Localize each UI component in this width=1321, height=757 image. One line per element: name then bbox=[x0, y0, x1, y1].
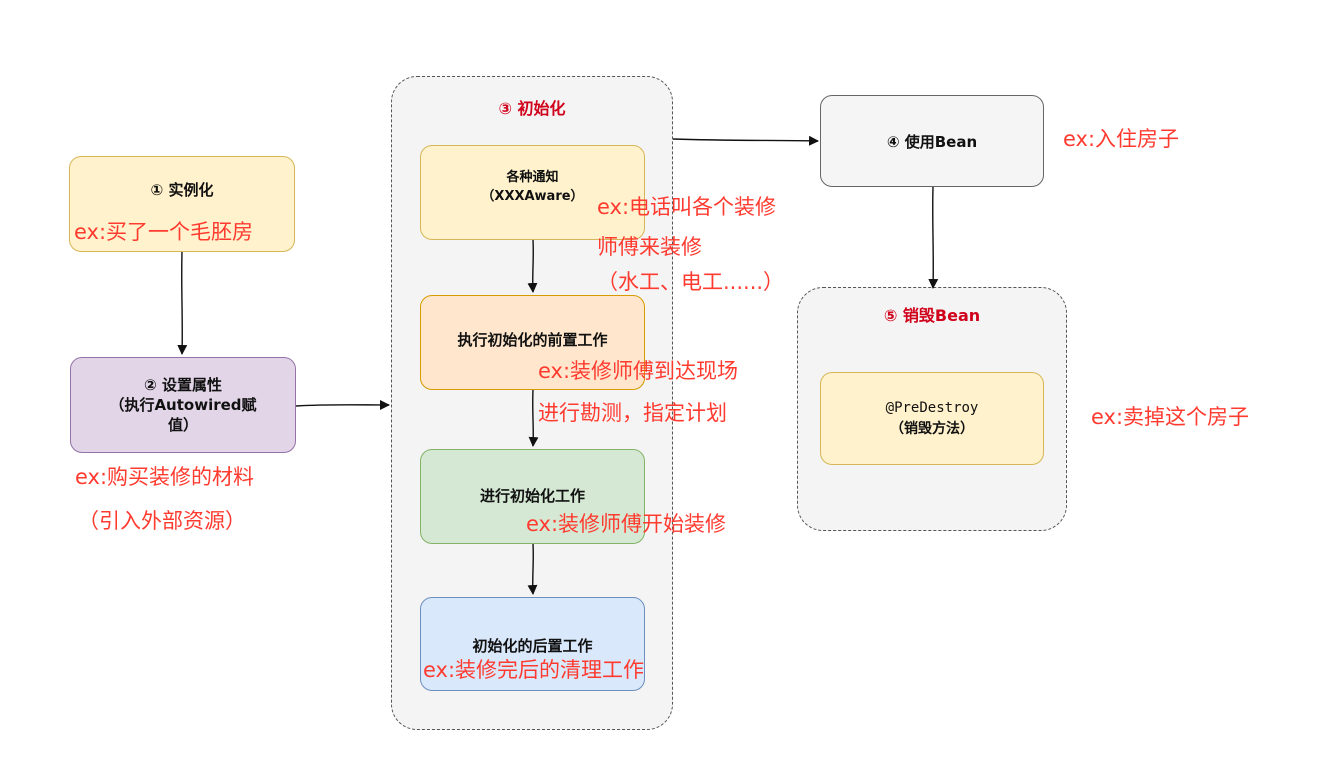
init-group-title: ③ 初始化 bbox=[498, 99, 566, 118]
note-pre-init-1: ex:装修师傅到达现场 bbox=[538, 359, 739, 383]
arrow-init-to-use bbox=[672, 135, 819, 146]
note-instantiate: ex:买了一个毛胚房 bbox=[74, 220, 254, 244]
arrow-preinit-to-doinit bbox=[528, 389, 539, 447]
set-props-node: ② 设置属性 （执行Autowired赋 值） bbox=[70, 357, 296, 453]
set-props-sub2: 值） bbox=[167, 416, 198, 435]
instantiate-title: ① 实例化 bbox=[150, 180, 214, 199]
arrow-aware-to-preinit bbox=[527, 239, 538, 293]
note-destroy: ex:卖掉这个房子 bbox=[1091, 405, 1250, 429]
arrow-doinit-to-postinit bbox=[527, 543, 538, 595]
do-init-title: 进行初始化工作 bbox=[479, 487, 585, 505]
post-init-title: 初始化的后置工作 bbox=[472, 636, 593, 655]
note-use-bean: ex:入住房子 bbox=[1063, 127, 1180, 151]
note-set-props-2: （引入外部资源） bbox=[78, 509, 246, 533]
predestroy-sub: （销毁方法） bbox=[890, 420, 974, 437]
predestroy-title: @PreDestroy bbox=[885, 399, 979, 416]
instantiate-node: ① 实例化 bbox=[69, 156, 295, 252]
predestroy-node: @PreDestroy （销毁方法） bbox=[820, 372, 1044, 465]
aware-sub: （XXXAware） bbox=[481, 188, 584, 204]
note-aware-3: （水工、电工......） bbox=[597, 270, 785, 294]
arrow-use-to-destroy bbox=[928, 186, 939, 289]
note-aware-1: ex:电话叫各个装修 bbox=[597, 195, 777, 219]
set-props-sub1: （执行Autowired赋 bbox=[109, 395, 257, 414]
arrow-instantiate-to-setprops bbox=[177, 251, 188, 355]
do-init-node: 进行初始化工作 bbox=[420, 449, 645, 544]
pre-init-node: 执行初始化的前置工作 bbox=[420, 295, 645, 390]
use-bean-node: ④ 使用Bean bbox=[820, 95, 1044, 187]
aware-title: 各种通知 bbox=[506, 169, 559, 185]
note-set-props-1: ex:购买装修的材料 bbox=[75, 465, 255, 489]
note-aware-2: 师傅来装修 bbox=[597, 235, 702, 259]
use-bean-title: ④ 使用Bean bbox=[886, 132, 978, 151]
post-init-node: 初始化的后置工作 bbox=[420, 597, 645, 691]
set-props-title: ② 设置属性 bbox=[144, 375, 222, 394]
destroy-group-title: ⑤ 销毁Bean bbox=[883, 306, 981, 325]
arrow-setprops-to-init bbox=[295, 399, 390, 410]
note-do-init: ex:装修师傅开始装修 bbox=[526, 512, 727, 536]
pre-init-title: 执行初始化的前置工作 bbox=[457, 331, 608, 349]
note-pre-init-2: 进行勘测，指定计划 bbox=[538, 401, 727, 425]
note-post-init: ex:装修完后的清理工作 bbox=[423, 658, 645, 682]
aware-node: 各种通知 （XXXAware） bbox=[420, 145, 645, 240]
